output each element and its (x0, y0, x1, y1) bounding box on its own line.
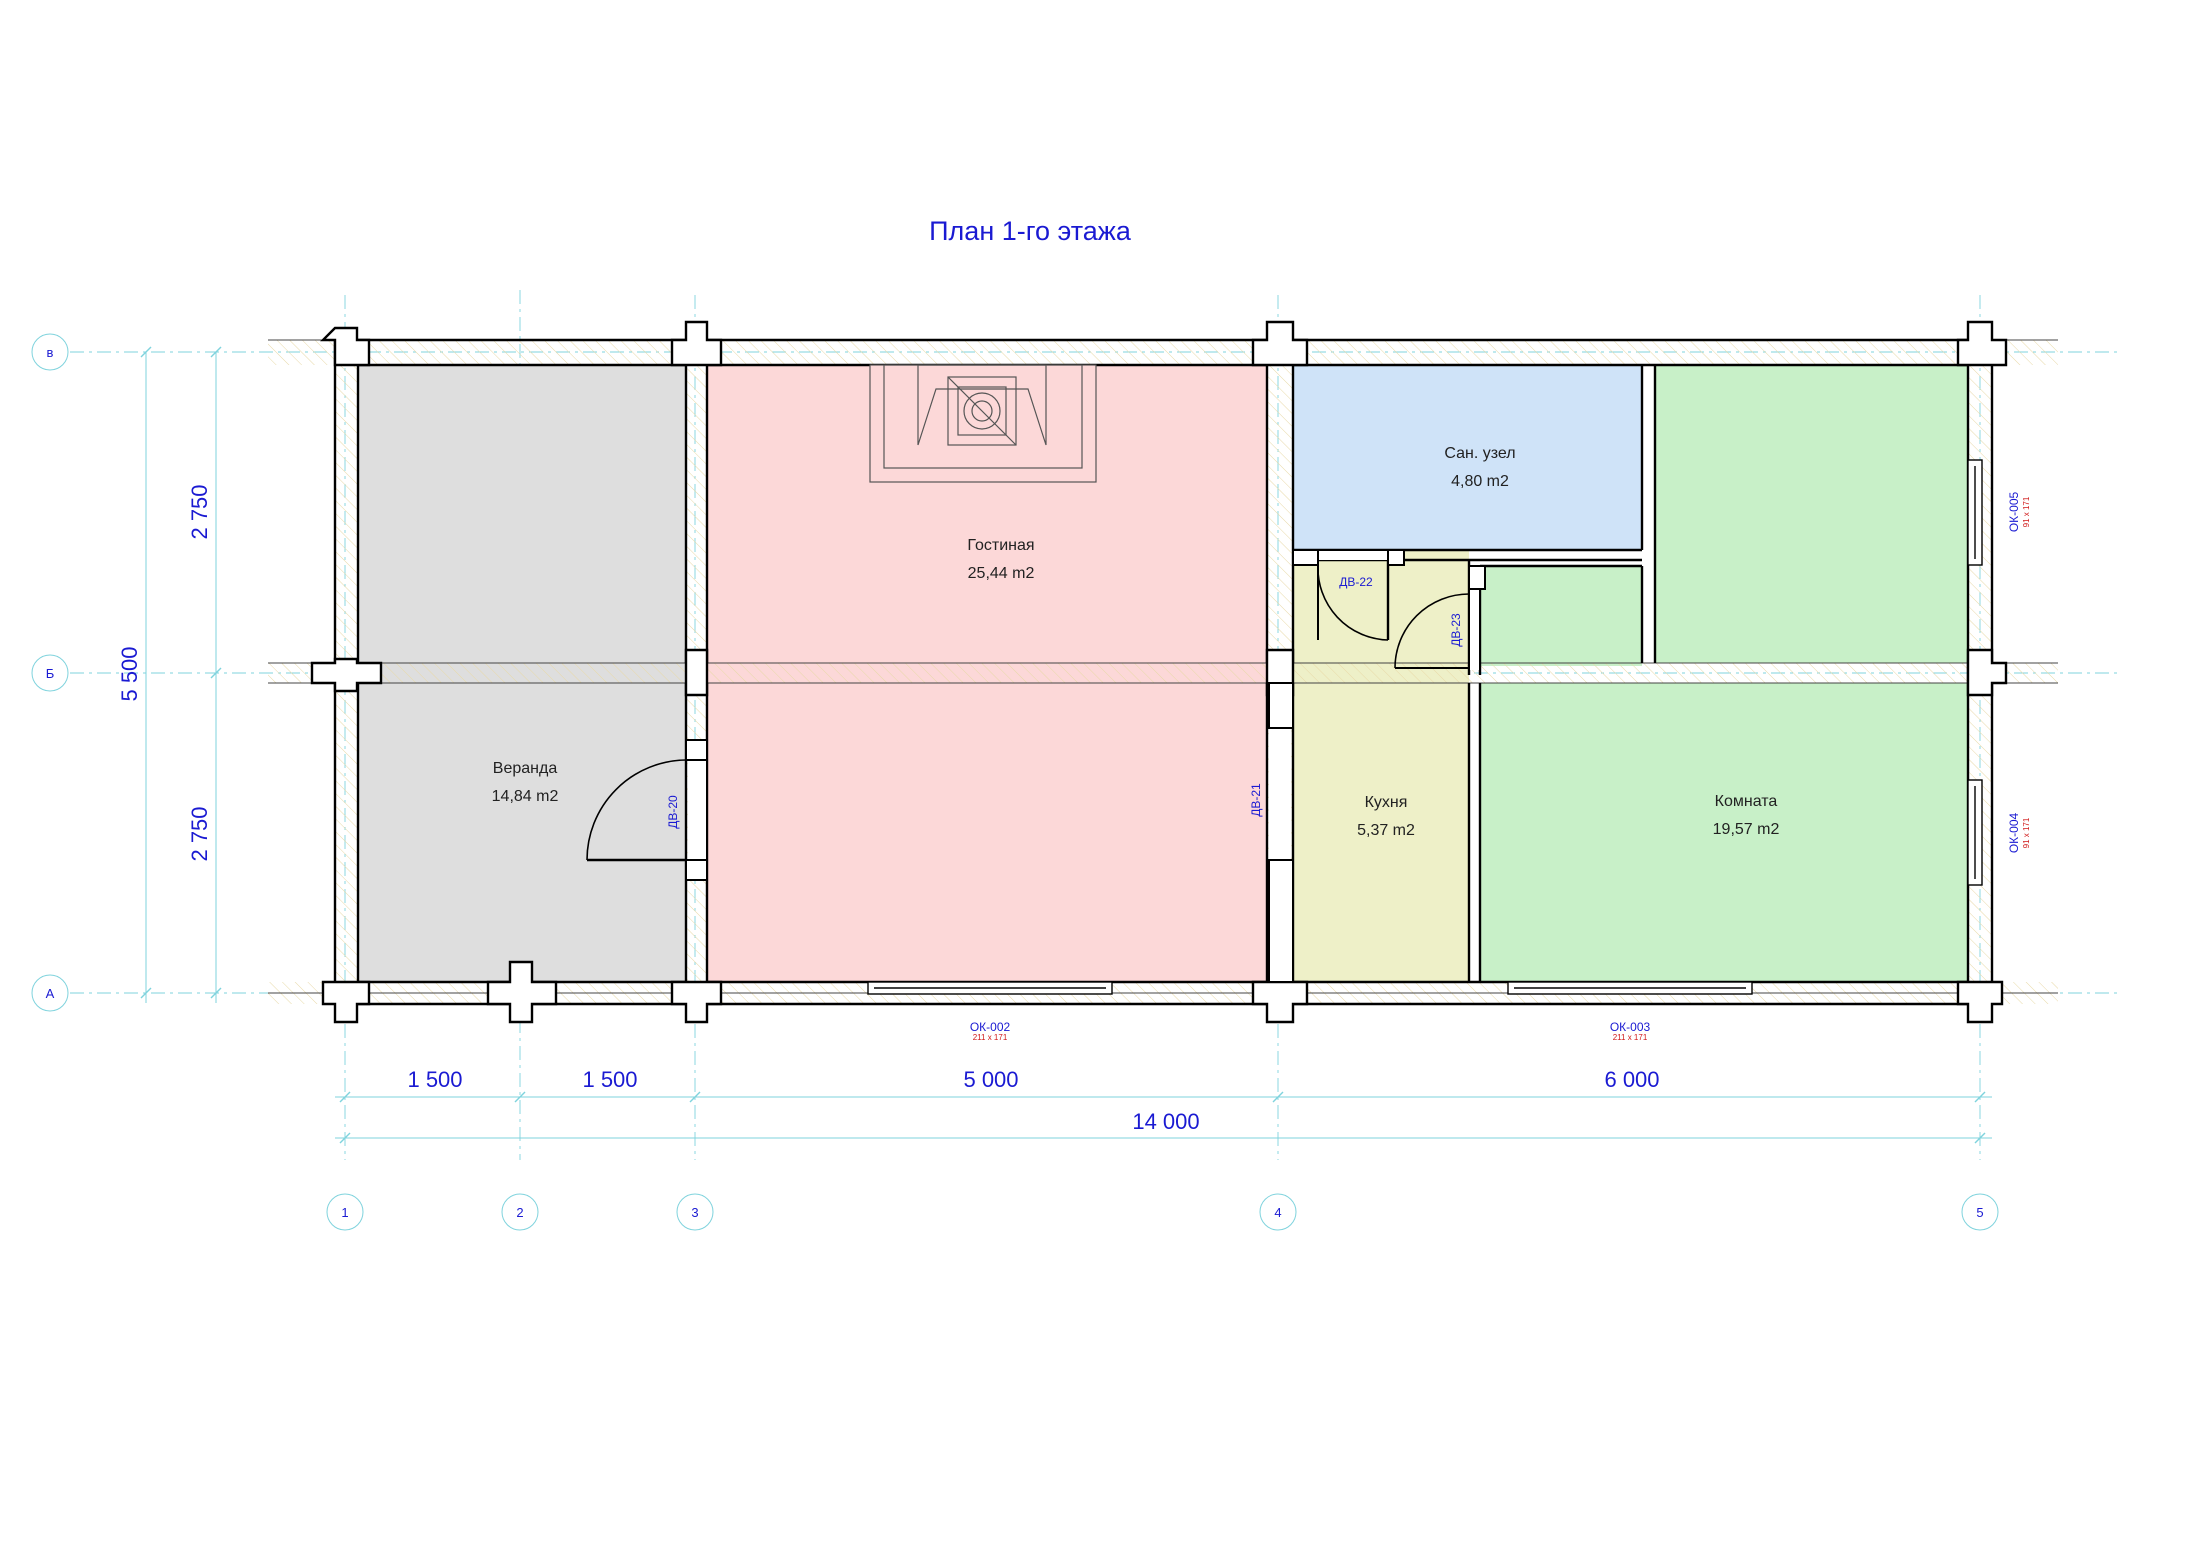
room-area-komnata: 19,57 m2 (1713, 821, 1780, 838)
room-label-komnata: Комната (1715, 793, 1778, 810)
axis-markers: в Б А 1 2 3 4 5 (31, 333, 1999, 1231)
axis-marker-v: в (47, 345, 54, 360)
window-tag-ok-004: ОК-004 (2007, 813, 2021, 854)
dim-bottom-total: 14 000 (1132, 1109, 1199, 1134)
walls (268, 338, 2058, 1006)
window-size-ok-003: 211 x 171 (1613, 1033, 1648, 1042)
door-dv-23 (1394, 565, 1486, 669)
door-tags: ДВ-20 ДВ-21 ДВ-22 ДВ-23 (666, 575, 1463, 829)
axis-marker-4: 4 (1274, 1205, 1281, 1220)
room-label-veranda: Веранда (493, 760, 558, 777)
door-dv-20 (586, 739, 708, 881)
axis-marker-1: 1 (341, 1205, 348, 1220)
windows[interactable] (867, 459, 1983, 995)
doors[interactable] (586, 549, 1486, 983)
room-label-living: Гостиная (967, 537, 1034, 554)
window-tag-ok-003: ОК-003 (1610, 1020, 1651, 1034)
room-labels: Веранда 14,84 m2 Гостиная 25,44 m2 Сан. … (492, 445, 1780, 839)
room-area-veranda: 14,84 m2 (492, 788, 559, 805)
room-area-living: 25,44 m2 (968, 565, 1035, 582)
door-openings (688, 551, 1479, 860)
axis-marker-5: 5 (1976, 1205, 1983, 1220)
window-tags: ОК-002 211 x 171 ОК-003 211 x 171 ОК-005… (970, 492, 2031, 1042)
room-label-kitchen: Кухня (1365, 794, 1408, 811)
axis-marker-b: Б (46, 666, 55, 681)
dim-bottom-4: 6 000 (1604, 1067, 1659, 1092)
room-komnata (1480, 683, 1968, 982)
fireplace-icon (869, 364, 1097, 483)
room-komnata-upper (1655, 365, 1968, 663)
axis-marker-2: 2 (516, 1205, 523, 1220)
window-size-ok-004: 91 x 171 (2022, 817, 2031, 848)
door-tag-dv-21: ДВ-21 (1249, 783, 1263, 817)
door-dv-22 (1292, 549, 1405, 641)
room-label-bath: Сан. узел (1444, 445, 1515, 462)
dimension-texts: 1 500 1 500 5 000 6 000 14 000 2 750 2 7… (117, 484, 1660, 1134)
room-fills (358, 365, 1968, 982)
door-tag-dv-23: ДВ-23 (1449, 613, 1463, 647)
window-tag-ok-002: ОК-002 (970, 1020, 1011, 1034)
door-tag-dv-20: ДВ-20 (666, 795, 680, 829)
plan-title: План 1-го этажа (929, 216, 1132, 246)
room-area-kitchen: 5,37 m2 (1357, 822, 1415, 839)
dim-left-upper: 2 750 (187, 484, 212, 539)
room-komnata-mid (1480, 566, 1642, 666)
dim-left-lower: 2 750 (187, 806, 212, 861)
door-dv-21 (1268, 682, 1294, 983)
dim-bottom-2: 1 500 (582, 1067, 637, 1092)
dim-left-total: 5 500 (117, 646, 142, 701)
door-tag-dv-22: ДВ-22 (1339, 575, 1373, 589)
window-size-ok-005: 91 x 171 (2022, 496, 2031, 527)
window-size-ok-002: 211 x 171 (973, 1033, 1008, 1042)
window-tag-ok-005: ОК-005 (2007, 492, 2021, 533)
room-kitchen (1293, 550, 1469, 982)
log-corners[interactable] (310, 320, 2008, 1024)
room-bath (1293, 365, 1642, 550)
room-area-bath: 4,80 m2 (1451, 473, 1509, 490)
dimension-lines (140, 346, 1992, 1144)
dim-bottom-1: 1 500 (407, 1067, 462, 1092)
axis-marker-a: А (46, 986, 55, 1001)
dim-bottom-3: 5 000 (963, 1067, 1018, 1092)
axis-marker-3: 3 (691, 1205, 698, 1220)
